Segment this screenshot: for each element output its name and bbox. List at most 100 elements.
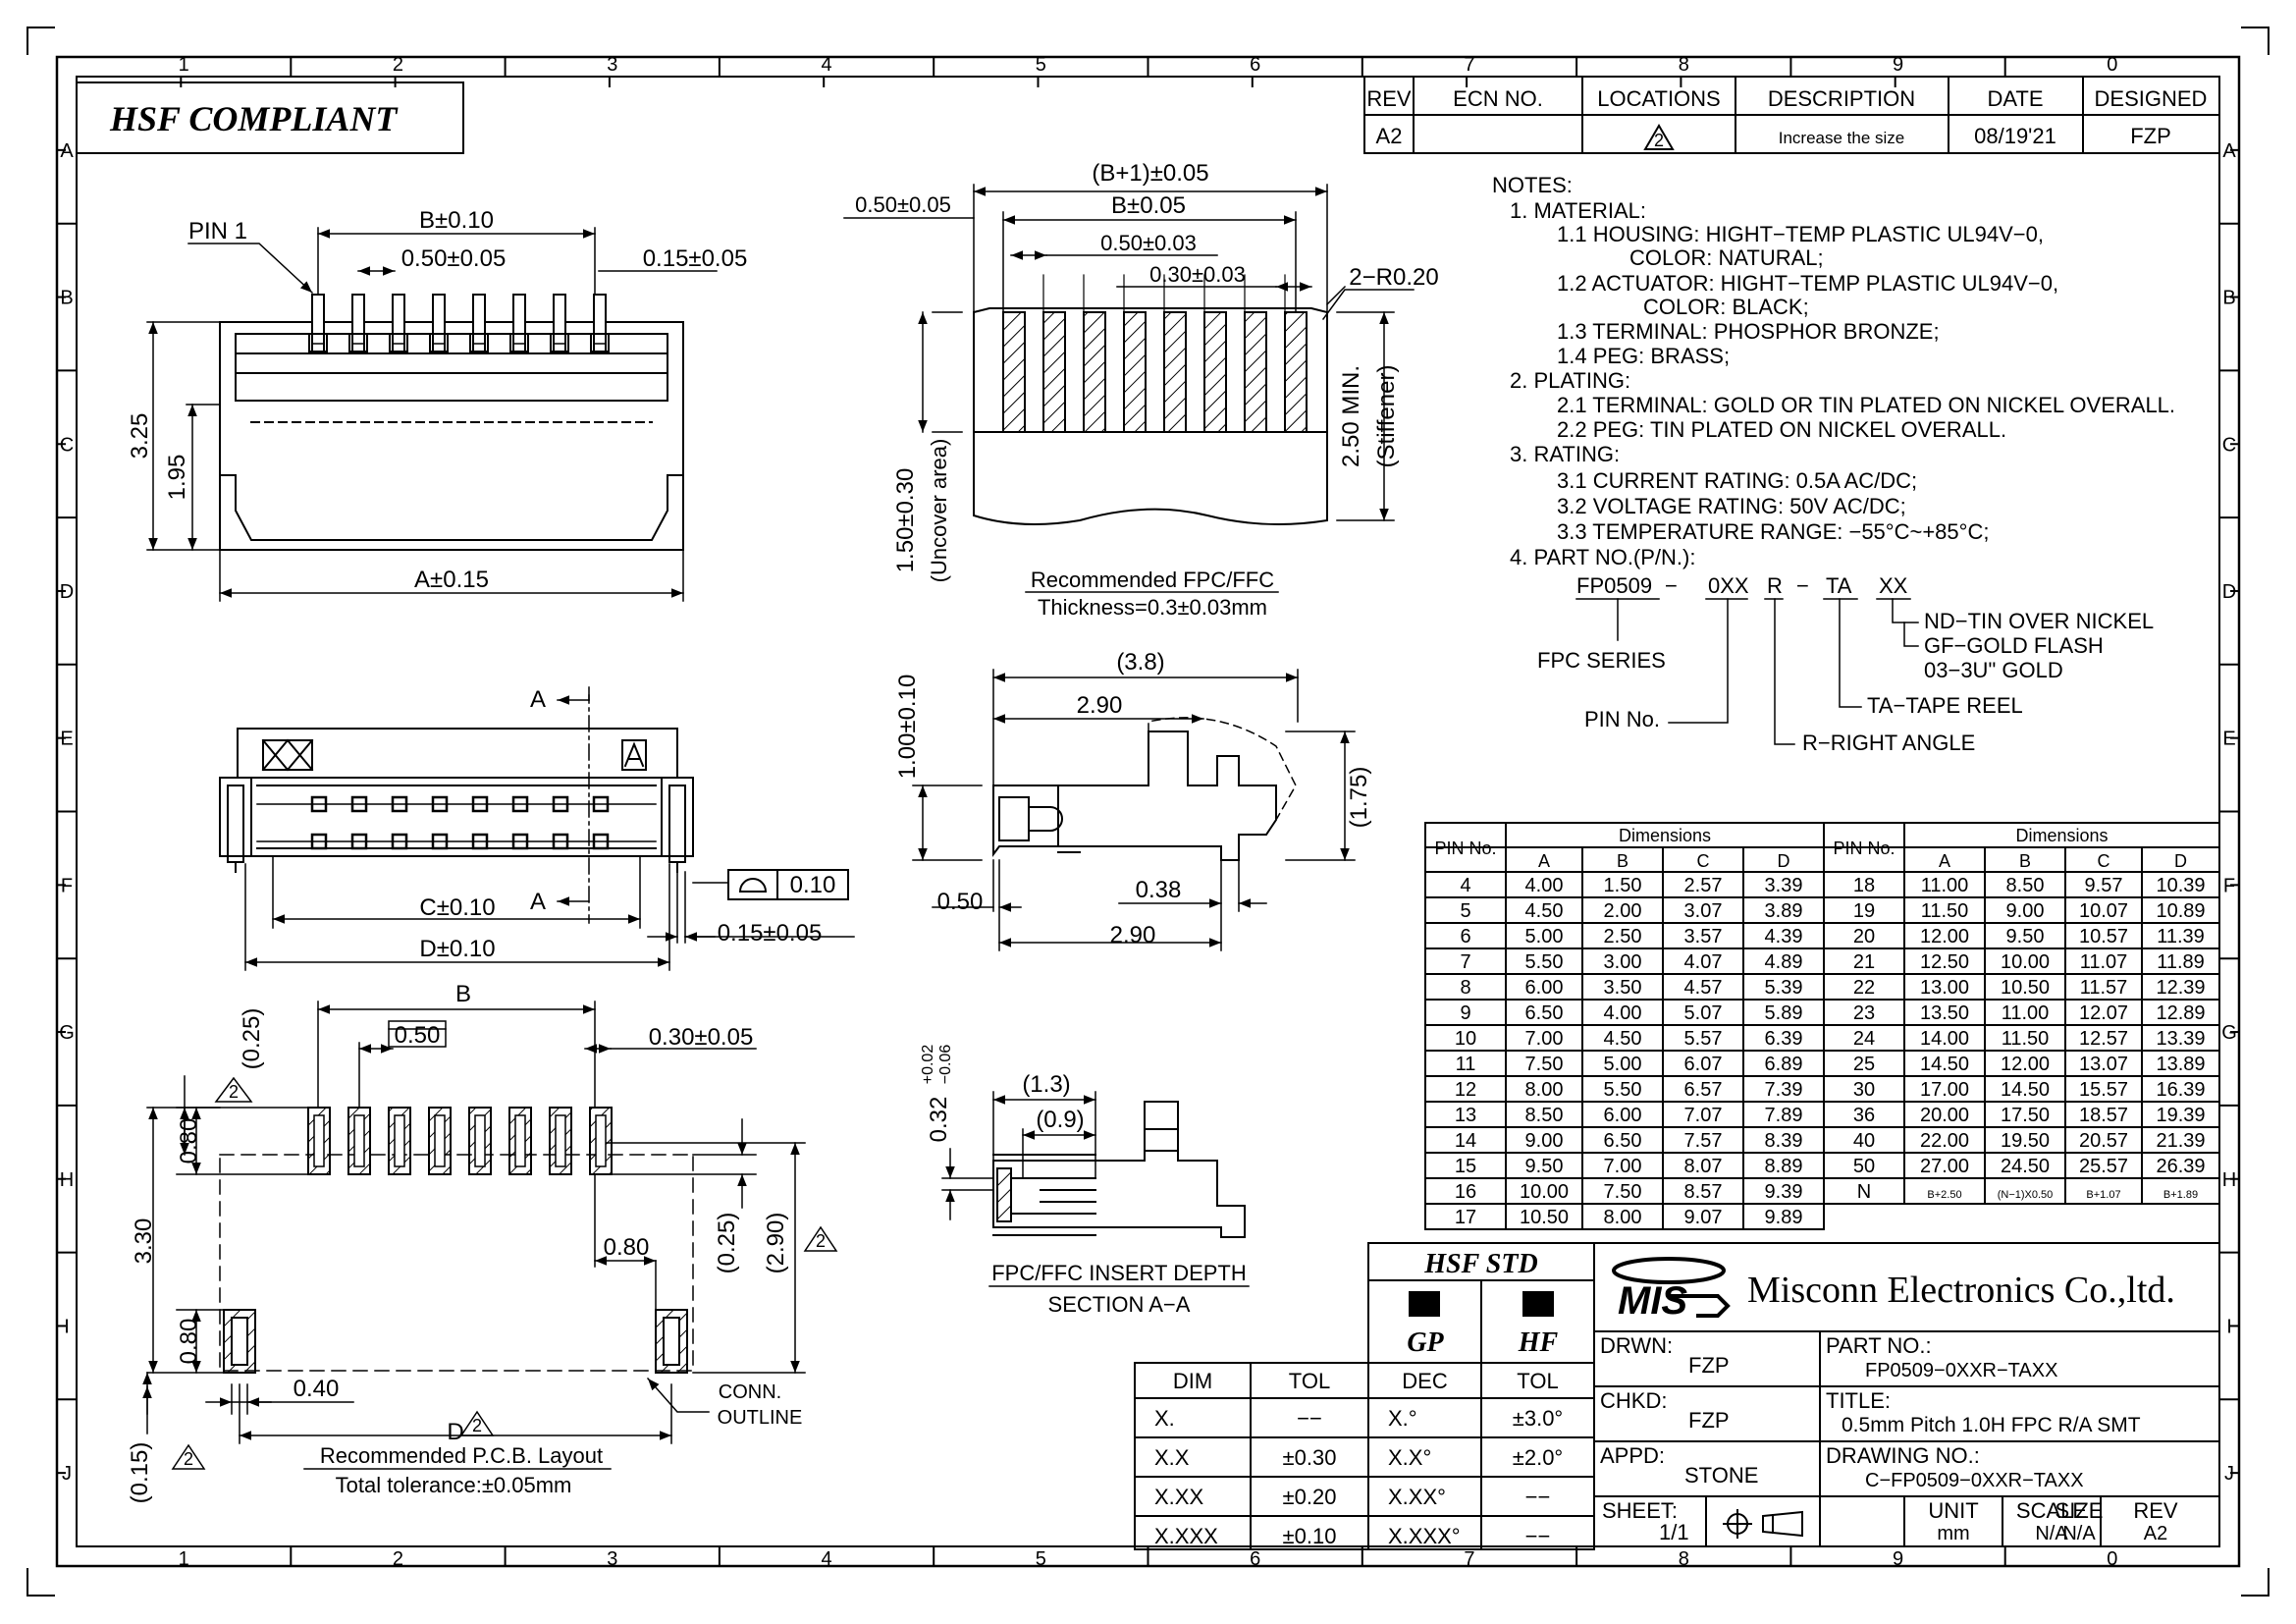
pcb-peg-w: 0.40 — [294, 1376, 340, 1402]
top-pin-foot — [429, 333, 449, 352]
dim-cell: 12.00 — [1920, 926, 1969, 947]
dim-cell: B+2.50 — [1927, 1189, 1961, 1201]
front-view-labels: A A C±0.10 D±0.10 0.15±0.05 0.10 — [419, 686, 835, 962]
dim-col-header: C — [2098, 851, 2110, 871]
pcb-peg-len: 0.80 — [176, 1319, 202, 1365]
dim-cell: 3.57 — [1684, 926, 1723, 947]
dim-cell: 20.57 — [2079, 1130, 2128, 1152]
fpc-finger — [1002, 311, 1026, 433]
dim-cell: 4.00 — [1604, 1002, 1642, 1024]
notes-title: NOTES: — [1492, 173, 1573, 197]
part-plating: XX — [1879, 573, 1908, 598]
dim-cell: 16 — [1455, 1181, 1476, 1203]
grid-row-label: I — [64, 1316, 70, 1337]
pcb-peg-gap: 0.80 — [604, 1234, 650, 1261]
hsf-std-title: HSF STD — [1423, 1249, 1537, 1279]
fpc-radius: 2−R0.20 — [1349, 264, 1438, 291]
title-block-text: DRWN: FZP CHKD: FZP APPD: STONE PART NO.… — [1600, 1333, 2178, 1544]
dim-cell: 3.07 — [1684, 900, 1723, 922]
dim-cell: 7.39 — [1765, 1079, 1803, 1101]
dim-cell: 5.39 — [1765, 977, 1803, 999]
dim-pin-header: PIN No. — [1434, 839, 1496, 858]
dim-cell: 11 — [1456, 1054, 1476, 1075]
fpc-finger — [1083, 311, 1106, 433]
note-1-2-color: COLOR: BLACK; — [1643, 295, 1809, 319]
dim-cell: 5.50 — [1604, 1079, 1642, 1101]
company-name: Misconn Electronics Co.,ltd. — [1747, 1270, 2175, 1311]
dim-cell: 9.07 — [1684, 1207, 1723, 1228]
sheet-value: 1/1 — [1659, 1520, 1689, 1544]
fpc-fingers — [1002, 274, 1308, 433]
dim-cell: 20.00 — [1920, 1105, 1969, 1126]
tol-header: TOL — [1289, 1369, 1330, 1393]
description-value: Increase the size — [1779, 129, 1905, 147]
hsf-compliant-label: HSF COMPLIANT — [109, 99, 399, 138]
dim-cell: 11.57 — [2080, 977, 2128, 999]
grid-row-label: F — [61, 875, 73, 896]
section-mark-bottom: A — [530, 889, 546, 915]
part-angle: R — [1767, 573, 1783, 598]
size-value: N/A — [2062, 1523, 2096, 1544]
note-3-2: 3.2 VOLTAGE RATING: 50V AC/DC; — [1557, 494, 1906, 518]
dim-cell: 4 — [1460, 875, 1470, 896]
dim-cell: 4.50 — [1604, 1028, 1642, 1050]
dim-cell: 19 — [1853, 900, 1875, 922]
dim-cell: 20 — [1853, 926, 1875, 947]
grid-row-label: E — [60, 729, 73, 750]
pcb-mid: (0.25) — [714, 1213, 740, 1274]
dim-cell: 10.00 — [1520, 1181, 1569, 1203]
grid-col-label: 6 — [1250, 54, 1260, 76]
dim-cell: 6 — [1460, 926, 1470, 947]
grid-col-label: 1 — [179, 1548, 189, 1570]
top-b-dim: B±0.10 — [419, 207, 494, 234]
dim-cell: 11.50 — [2002, 1028, 2050, 1050]
dim-cell: B+1.89 — [2163, 1189, 2198, 1201]
pcb-outline-a: CONN. — [719, 1381, 781, 1403]
dim-cell: 5 — [1460, 900, 1470, 922]
notes: NOTES: 1. MATERIAL: 1.1 HOUSING: HIGHT−T… — [1492, 173, 2175, 569]
dim-cell: 6.00 — [1604, 1105, 1642, 1126]
pcb-bottom: (0.15) — [127, 1442, 153, 1504]
section-mark-top: A — [530, 686, 546, 713]
fpc-pitch: 0.50±0.03 — [1100, 231, 1197, 255]
part-dash-1: − — [1665, 573, 1678, 598]
grid-col-label: 9 — [1893, 54, 1903, 76]
fpc-finger — [1123, 311, 1147, 433]
note-3: 3. RATING: — [1510, 442, 1620, 466]
fpc-caption-a: Recommended FPC/FFC — [1031, 568, 1274, 592]
dim-cell: 9.00 — [2006, 900, 2045, 922]
note-1-1: 1.1 HOUSING: HIGHT−TEMP PLASTIC UL94V−0, — [1557, 222, 2044, 246]
grid-row-label: F — [2223, 875, 2235, 896]
dim-cell: 30 — [1853, 1079, 1875, 1101]
note-1-1-color: COLOR: NATURAL; — [1629, 245, 1824, 270]
dim-cell: 13.00 — [1920, 977, 1969, 999]
part-series: FP0509 — [1576, 573, 1652, 598]
top-pitch: 0.50±0.05 — [401, 245, 507, 272]
dim-cell: 13.89 — [2156, 1054, 2205, 1075]
dim-cell: 19.39 — [2156, 1105, 2205, 1126]
grid-col-label: 0 — [2107, 1548, 2117, 1570]
grid-row-label: B — [60, 288, 73, 309]
dim-cell: 8.50 — [1525, 1105, 1564, 1126]
pcb-pad-inner — [313, 1114, 325, 1167]
dim-cell: 8.00 — [1604, 1207, 1642, 1228]
dim-cell: 4.39 — [1765, 926, 1803, 947]
front-view — [219, 686, 855, 971]
dim-cell: 6.00 — [1525, 977, 1564, 999]
dim-cell: 5.50 — [1525, 951, 1564, 973]
location-value: 2 — [1654, 131, 1664, 150]
tol-cell: X.° — [1388, 1406, 1417, 1431]
grid-col-label: 8 — [1679, 54, 1689, 76]
dim-cell: 10 — [1455, 1028, 1476, 1050]
dim-cell: 21 — [1853, 951, 1875, 973]
appd-label: APPD: — [1600, 1443, 1665, 1468]
title-label: TITLE: — [1826, 1388, 1891, 1413]
top-pin-foot — [348, 333, 368, 352]
pcb-rev-mark-3: 2 — [816, 1231, 826, 1251]
dim-cell: 1.50 — [1604, 875, 1642, 896]
chkd-label: CHKD: — [1600, 1388, 1667, 1413]
dim-cell: 4.00 — [1525, 875, 1564, 896]
pcb-pad-w: 0.30±0.05 — [649, 1024, 754, 1051]
dim-col-header: A — [1939, 851, 1950, 871]
